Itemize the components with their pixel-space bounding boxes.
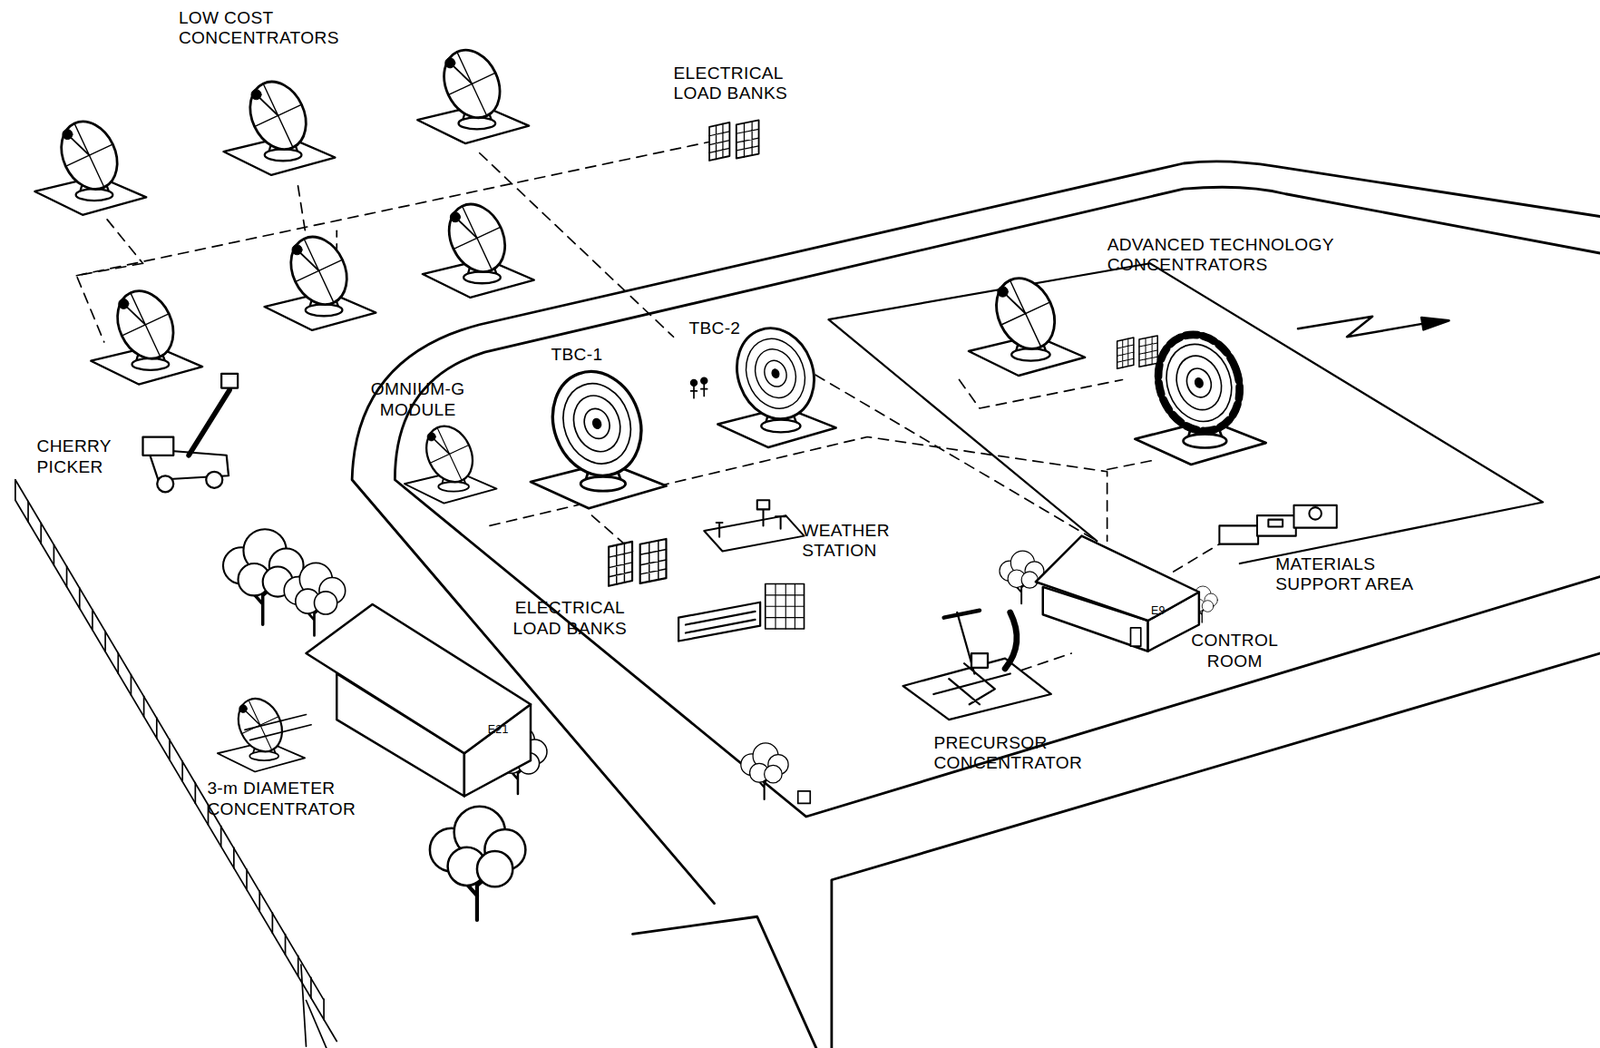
site-label: 3-m DIAMETER CONCENTRATOR [206,778,393,819]
site-label: TBC-1 [551,344,604,365]
cherry-picker [143,373,239,493]
site-label: CHERRY PICKER [37,437,127,478]
cables [76,140,1225,676]
fence [15,479,337,1048]
roads [351,161,1600,1048]
site-label: LOW COST CONCENTRATORS [178,8,358,49]
site-label: E9 [1151,604,1166,617]
weather-station [703,499,804,551]
site-label: ELECTRICAL LOAD BANKS [673,63,818,104]
site-label: CONTROL ROOM [1181,630,1288,671]
site-label: PRECURSOR CONCENTRATOR [933,732,1130,773]
precursor-concentrator [903,610,1052,720]
advanced-area-outline [829,263,1544,564]
site-label: E21 [487,722,509,736]
site-label: ELECTRICAL LOAD BANKS [496,597,644,638]
people [691,377,708,399]
low-cost-dishes [34,40,534,384]
building-e9 [1035,536,1200,652]
site-label: TBC-2 [688,318,741,339]
north-arrow [1297,316,1450,338]
site-label: OMNIUM-G MODULE [359,380,477,420]
site-label: MATERIALS SUPPORT AREA [1275,554,1452,595]
site-label: ADVANCED TECHNOLOGY CONCENTRATORS [1107,234,1376,275]
site-label: WEATHER STATION [801,520,915,561]
building-e21 [244,604,531,797]
materials-support-boxes [1219,505,1337,545]
central-dishes [217,268,1267,771]
trees [223,528,1218,920]
